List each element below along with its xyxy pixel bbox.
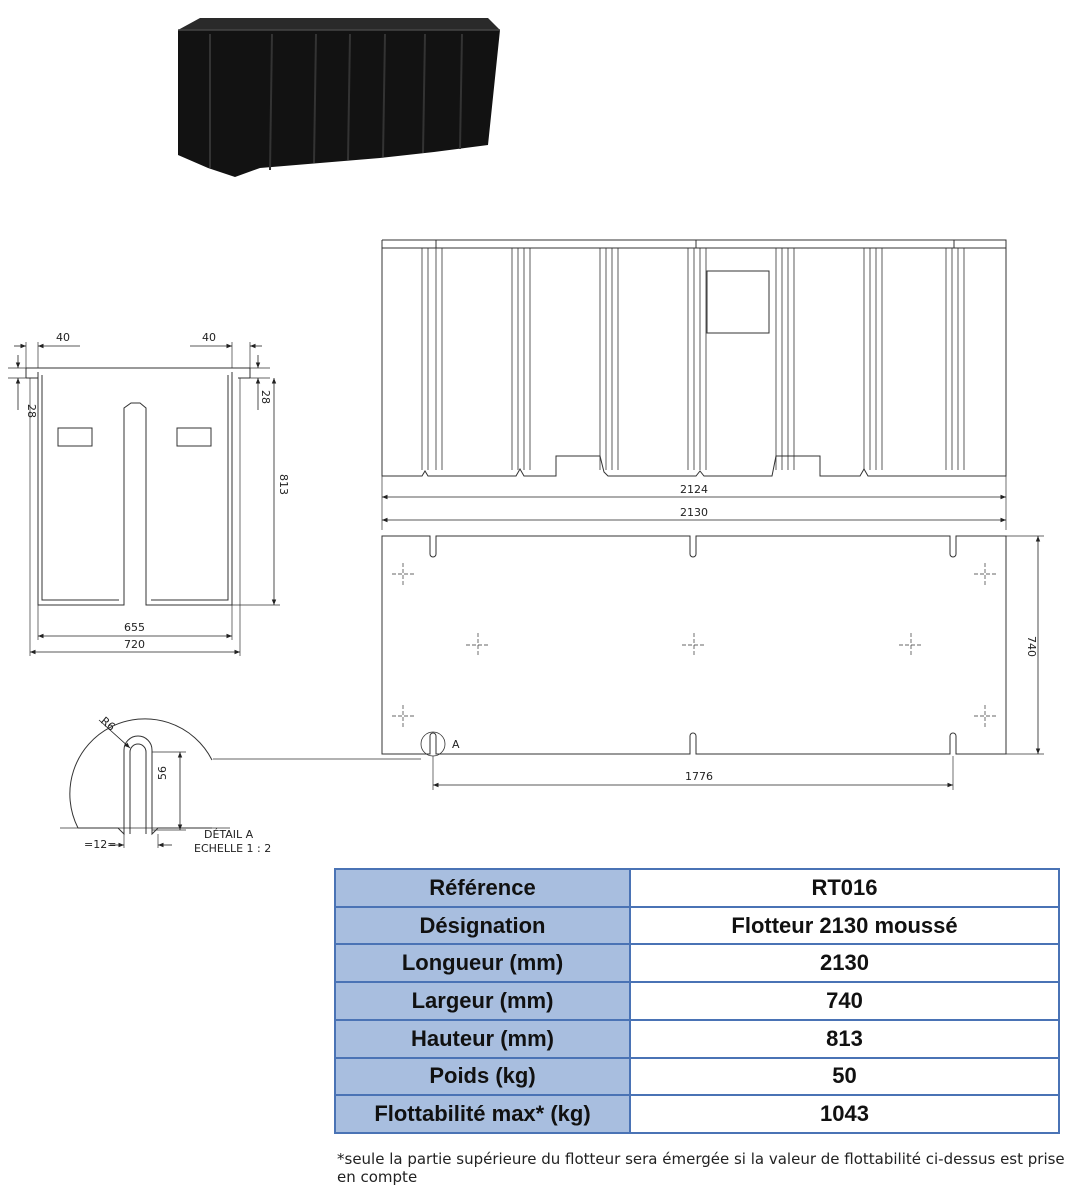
spec-label: Poids (kg) [334, 1056, 631, 1097]
dim-radius: R6 [98, 714, 118, 733]
detail-caption-line1: DÉTAIL A [204, 828, 254, 841]
spec-table: Référence RT016 Désignation Flotteur 213… [334, 868, 1060, 1134]
dim-spacing-1776: 1776 [685, 770, 713, 783]
dim-inner-width: 655 [124, 621, 145, 634]
spec-label: Référence [334, 868, 631, 908]
dim-right-28: 28 [259, 390, 272, 404]
spec-row-reference: Référence RT016 [334, 868, 1060, 908]
front-view [381, 239, 1007, 530]
spec-value: 50 [629, 1056, 1060, 1097]
spec-value: RT016 [629, 868, 1060, 908]
spec-row-designation: Désignation Flotteur 2130 moussé [334, 905, 1060, 946]
spec-label: Longueur (mm) [334, 943, 631, 984]
dim-height: 813 [277, 474, 290, 495]
detail-a-dimensions [98, 719, 183, 848]
dim-slot-depth: 56 [156, 766, 169, 780]
technical-drawing: 40 40 28 28 813 655 720 [8, 18, 1044, 855]
dim-left-28: 28 [25, 404, 38, 418]
dim-outer-width: 720 [124, 638, 145, 651]
side-view-dimensions [14, 343, 277, 655]
spec-label: Désignation [334, 905, 631, 946]
spec-row-length: Longueur (mm) 2130 [334, 943, 1060, 984]
dim-slot-width: =12= [84, 838, 116, 851]
spec-value: 1043 [629, 1094, 1060, 1134]
dim-top-right: 40 [202, 331, 216, 344]
detail-a-view [60, 718, 230, 848]
product-photo [178, 18, 500, 177]
spec-value: 2130 [629, 943, 1060, 984]
side-view [8, 342, 280, 656]
top-view [213, 535, 1044, 790]
spec-label: Largeur (mm) [334, 981, 631, 1021]
front-view-dimensions [382, 494, 1006, 523]
spec-label: Flottabilité max* (kg) [334, 1094, 631, 1134]
footnote: *seule la partie supérieure du flotteur … [337, 1150, 1065, 1186]
top-view-dimensions [433, 536, 1041, 788]
dim-length-2124: 2124 [680, 483, 708, 496]
spec-row-buoyancy: Flottabilité max* (kg) 1043 [334, 1094, 1060, 1134]
dim-top-left: 40 [56, 331, 70, 344]
detail-caption-line2: ECHELLE 1 : 2 [194, 842, 271, 855]
spec-row-weight: Poids (kg) 50 [334, 1056, 1060, 1097]
detail-marker-a: A [452, 738, 460, 751]
spec-row-width: Largeur (mm) 740 [334, 981, 1060, 1021]
spec-row-height: Hauteur (mm) 813 [334, 1018, 1060, 1059]
spec-label: Hauteur (mm) [334, 1018, 631, 1059]
spec-value: 740 [629, 981, 1060, 1021]
dim-width-740: 740 [1025, 636, 1038, 657]
dim-length-2130: 2130 [680, 506, 708, 519]
spec-value: Flotteur 2130 moussé [629, 905, 1060, 946]
spec-value: 813 [629, 1018, 1060, 1059]
